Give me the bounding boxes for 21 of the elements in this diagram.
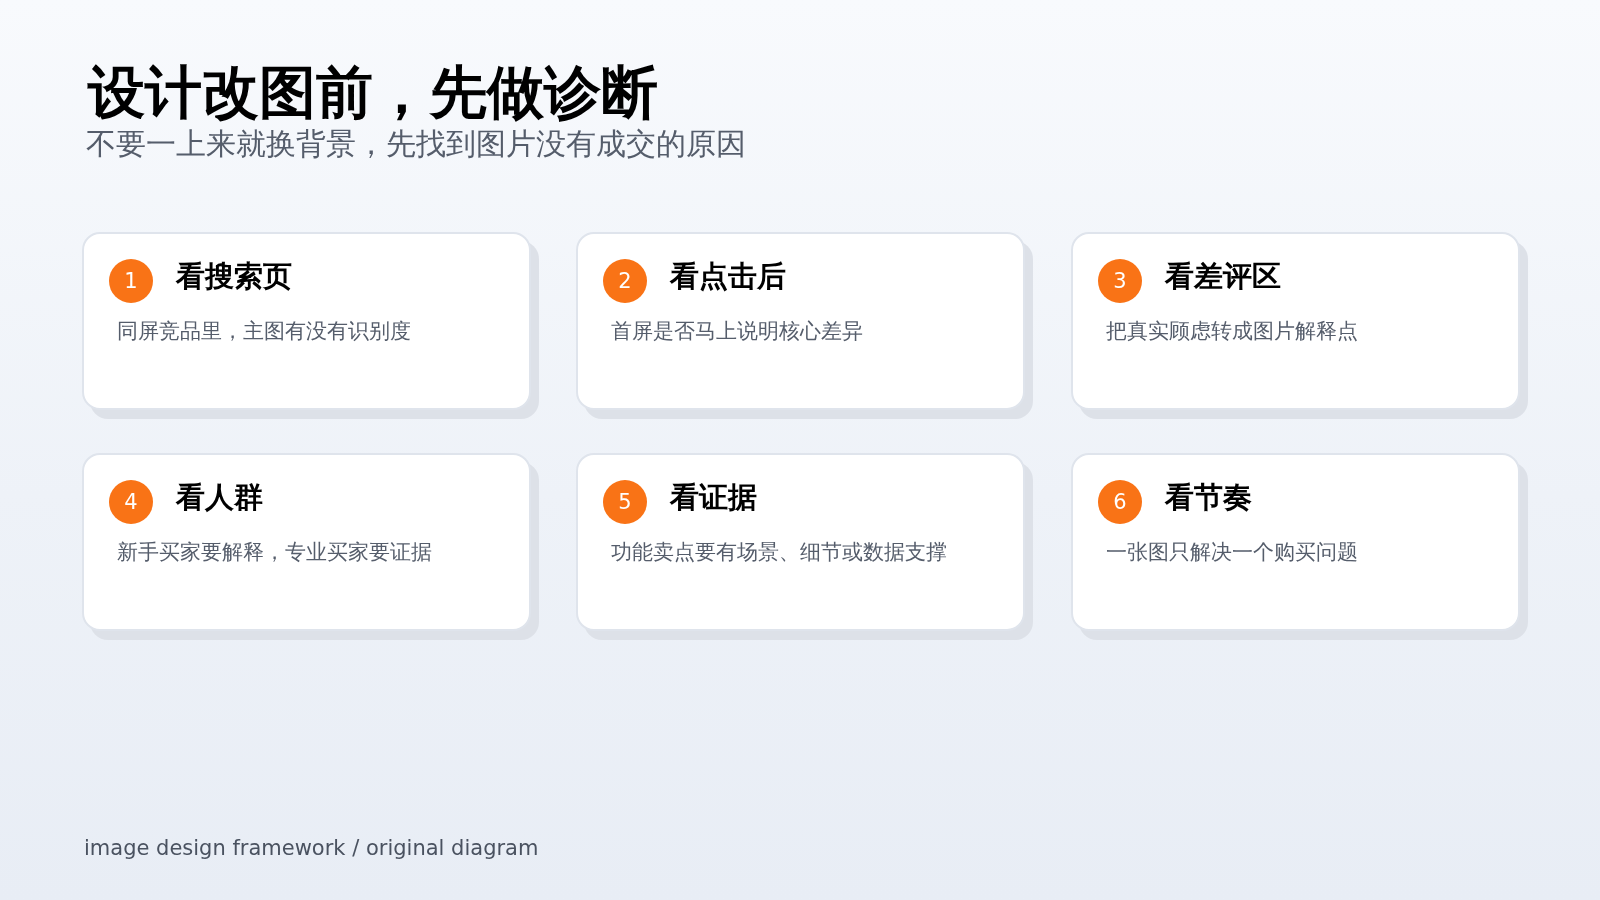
step-number: 6 <box>1098 480 1142 524</box>
step-description: 一张图只解决一个购买问题 <box>1106 539 1358 566</box>
step-number: 2 <box>603 259 647 303</box>
step-heading: 看搜索页 <box>176 259 292 294</box>
step-heading: 看点击后 <box>670 259 786 294</box>
step-description: 首屏是否马上说明核心差异 <box>611 318 863 345</box>
step-description: 新手买家要解释，专业买家要证据 <box>117 539 432 566</box>
step-number: 3 <box>1098 259 1142 303</box>
step-description: 同屏竞品里，主图有没有识别度 <box>117 318 411 345</box>
page-title: 设计改图前，先做诊断 <box>88 60 658 126</box>
step-heading: 看证据 <box>670 480 757 515</box>
page-subtitle: 不要一上来就换背景，先找到图片没有成交的原因 <box>86 127 746 162</box>
step-description: 把真实顾虑转成图片解释点 <box>1106 318 1358 345</box>
step-number: 1 <box>109 259 153 303</box>
step-heading: 看差评区 <box>1165 259 1281 294</box>
step-description: 功能卖点要有场景、细节或数据支撑 <box>611 539 947 566</box>
step-number: 5 <box>603 480 647 524</box>
step-heading: 看节奏 <box>1165 480 1252 515</box>
footer-caption: image design framework / original diagram <box>84 836 539 862</box>
step-heading: 看人群 <box>176 480 263 515</box>
step-number: 4 <box>109 480 153 524</box>
